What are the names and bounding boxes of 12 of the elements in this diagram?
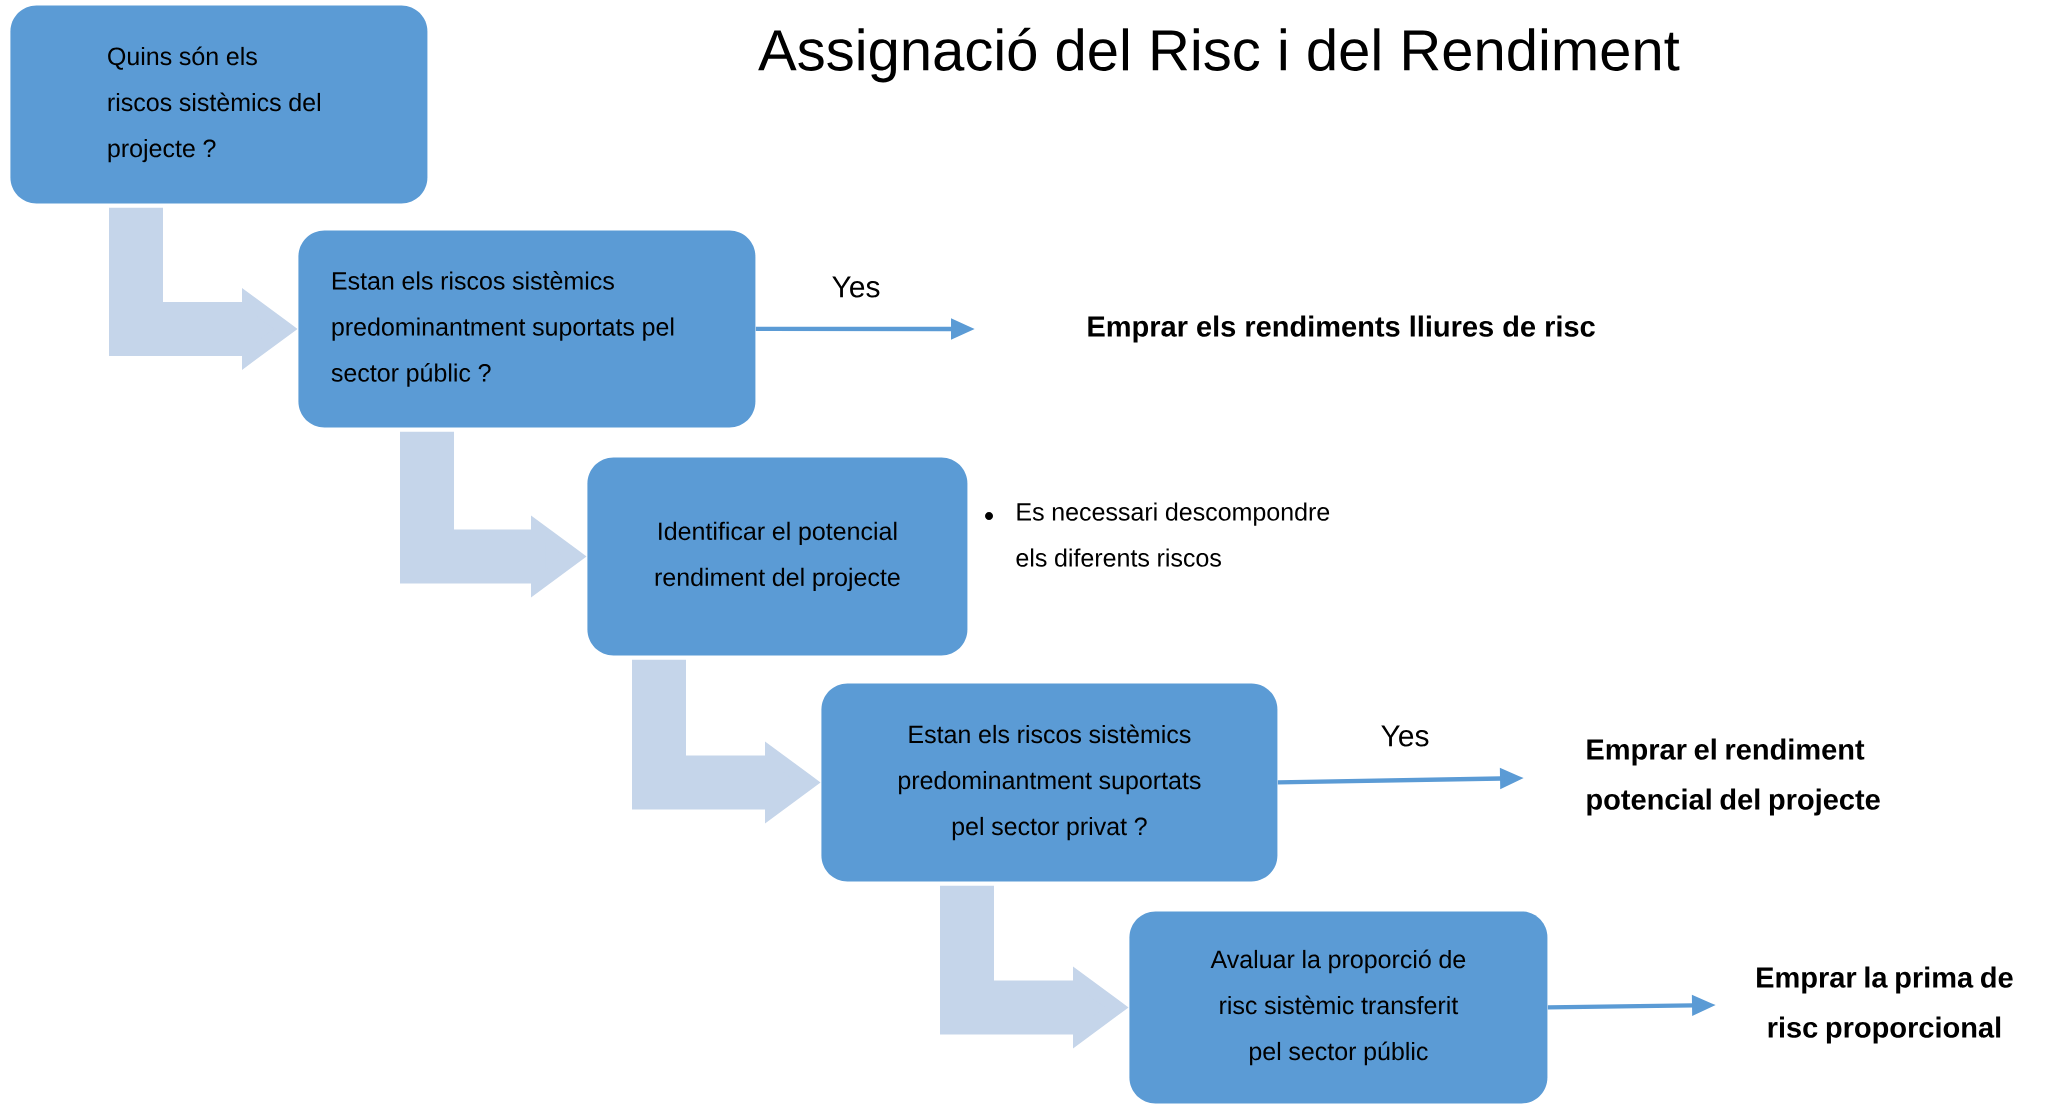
note-text: Es necessari descompondre els diferents riscos <box>1016 502 1330 567</box>
title: Assignació del Risc i del Rendiment <box>758 27 1680 83</box>
process-box: Estan els riscos sistèmics predominantment suportats pel sector públic ? <box>298 230 756 428</box>
process-box: Avaluar la proporció de risc sistèmic transferit pel sector públic <box>1129 911 1548 1104</box>
process-box: Estan els riscos sistèmics predominantment suportats pel sector privat ? <box>821 683 1278 882</box>
edge-label: Yes <box>827 272 885 302</box>
process-box: Quins són els riscos sistèmics del projecte ? <box>10 5 428 204</box>
outcome-text: Emprar la prima de risc proporcional <box>1757 966 2013 1044</box>
process-box: Identificar el potencial rendiment del projecte <box>587 457 968 656</box>
edge-label: Yes <box>1376 721 1434 751</box>
outcome-text: Emprar els rendiments lliures de risc <box>1088 315 1595 343</box>
outcome-text: Emprar el rendiment potencial del projecte <box>1587 738 1880 816</box>
